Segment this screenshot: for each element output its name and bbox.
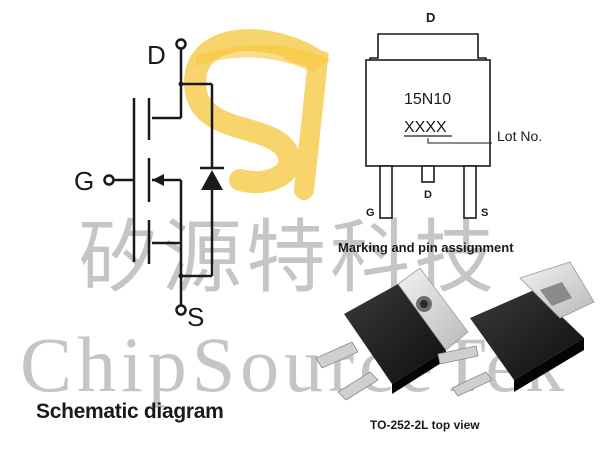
source-label: S (187, 302, 204, 332)
source-terminal (175, 304, 187, 316)
watermark-english: ChipSourceTek (20, 321, 570, 408)
logo-arc-outer (184, 29, 327, 194)
logo-blade (196, 44, 330, 72)
left-lead-1 (315, 341, 359, 369)
body-arrow-icon (152, 174, 164, 186)
lot-code: XXXX (404, 119, 447, 136)
pin-label-source: S (481, 207, 488, 219)
left-body-side (392, 350, 446, 394)
lot-callout-line (427, 138, 492, 144)
diode-triangle-icon (201, 170, 223, 190)
tab-drain-label: D (426, 10, 435, 25)
gate-terminal (103, 174, 115, 186)
lead-gate (379, 165, 393, 219)
marking-caption: Marking and pin assignment (338, 240, 514, 255)
package-view-left (315, 267, 469, 401)
lot-callout-label: Lot No. (497, 128, 542, 144)
left-tab (397, 267, 469, 351)
schematic-caption: Schematic diagram (36, 400, 224, 423)
right-lead-2 (451, 371, 493, 397)
right-body-side (514, 338, 584, 392)
package-view-right (437, 261, 595, 397)
lead-drain-stub (421, 165, 435, 183)
pin-label-drain: D (424, 189, 432, 201)
junction-dot-top (178, 81, 184, 87)
top-view-caption: TO-252-2L top view (370, 418, 480, 432)
junction-dot-bottom (178, 273, 184, 279)
left-body (344, 284, 446, 384)
right-lead-1 (437, 345, 479, 365)
gate-label: G (74, 166, 94, 196)
package-body (365, 59, 491, 167)
lead-source (463, 165, 477, 219)
right-tab-slot-icon (540, 282, 572, 306)
pin-label-gate: G (366, 207, 375, 219)
left-lead-2 (337, 371, 379, 401)
part-number: 15N10 (404, 91, 451, 108)
drain-label: D (147, 40, 166, 70)
